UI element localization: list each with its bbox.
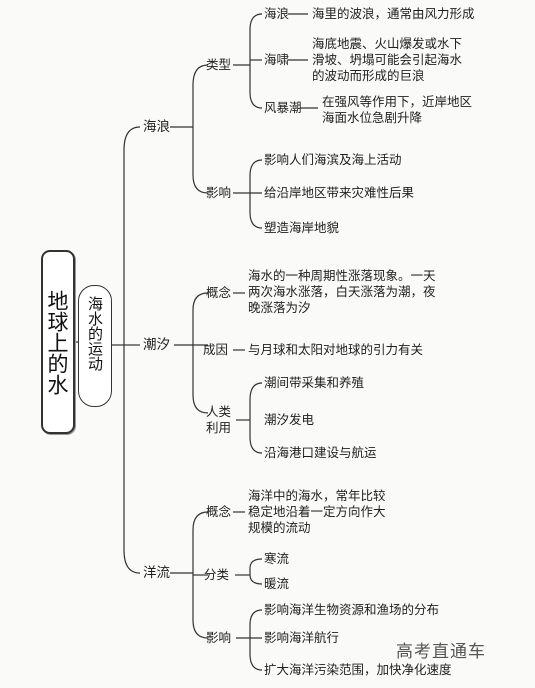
wave-type-name: 海浪	[264, 6, 290, 21]
node-yangliu-gainian: 概念	[206, 504, 232, 519]
sub-node: 海水的运动	[78, 285, 112, 407]
storm-surge-type-name: 风暴潮	[264, 100, 302, 115]
brace-leixing	[249, 13, 263, 109]
node-hailang-leixing: 类型	[206, 57, 232, 72]
current-impact-item: 影响海洋生物资源和渔场的分布	[264, 602, 440, 617]
brace-level1	[123, 126, 141, 574]
node-chaoxi: 潮汐	[143, 337, 170, 353]
brace-fenlei	[249, 558, 263, 585]
current-impact-item: 影响海洋航行	[264, 630, 340, 645]
hailang-impact-item: 塑造海岸地貌	[264, 220, 340, 235]
tide-concept-line-2: 两次海水涨落，白天涨落为潮，夜	[248, 284, 436, 299]
brace-hailang	[192, 64, 209, 194]
node-yangliu-yingxiang: 影响	[206, 630, 232, 645]
hailang-impact-item: 影响人们海滨及海上活动	[264, 152, 402, 167]
sub-node-label: 海水的运动	[86, 296, 104, 371]
current-concept-line-2: 稳定地沿着一定方向作大	[248, 504, 386, 519]
watermark: 高考直通车	[396, 642, 486, 662]
brace-chaoxi	[192, 292, 209, 414]
node-chaoxi-chengyin: 成因	[203, 342, 229, 357]
tide-cause-desc: 与月球和太阳对地球的引力有关	[248, 342, 424, 357]
tsunami-desc-line-3: 的波动而形成的巨浪	[312, 68, 425, 83]
hailang-impact-item: 给沿岸地区带来灾难性后果	[264, 185, 415, 200]
current-impact-item: 扩大海洋污染范围，加快净化速度	[264, 662, 452, 677]
root-node-label: 地球上的水	[45, 290, 69, 395]
root-node: 地球上的水	[41, 250, 75, 434]
current-type-item: 寒流	[264, 551, 290, 566]
tsunami-desc-line-1: 海底地震、火山爆发或水下	[312, 36, 463, 51]
node-hailang: 海浪	[143, 119, 170, 135]
node-hailang-yingxiang: 影响	[206, 185, 232, 200]
brace-liyong	[249, 382, 263, 454]
storm-surge-desc-line-2: 海面水位急剧升降	[322, 110, 423, 125]
tide-use-item: 潮间带采集和养殖	[264, 375, 365, 390]
current-type-item: 暖流	[264, 576, 290, 591]
node-chaoxi-liyong-line-2: 利用	[206, 420, 232, 435]
current-concept-line-3: 规模的流动	[248, 520, 311, 535]
current-concept-line-1: 海洋中的海水，常年比较	[248, 488, 386, 503]
brace-hailang-yingxiang	[249, 159, 263, 229]
tide-use-item: 潮汐发电	[264, 412, 315, 427]
wave-type-desc: 海里的波浪，通常由风力形成	[312, 6, 475, 21]
node-yangliu-fenlei: 分类	[204, 567, 230, 582]
node-chaoxi-gainian: 概念	[206, 285, 232, 300]
node-yangliu: 洋流	[143, 565, 170, 581]
tide-use-item: 沿海港口建设与航运	[264, 445, 377, 460]
tide-concept-line-1: 海水的一种周期性涨落现象。一天	[248, 268, 436, 283]
storm-surge-desc-line-1: 在强风等作用下，近岸地区	[322, 94, 473, 109]
brace-yangliu-yingxiang	[249, 609, 263, 671]
tsunami-type-name: 海啸	[264, 52, 290, 67]
tsunami-desc-line-2: 滑坡、坍塌可能会引起海水	[312, 52, 463, 67]
tide-concept-line-3: 晚涨落为汐	[248, 300, 311, 315]
node-chaoxi-liyong-line-1: 人类	[206, 404, 232, 419]
